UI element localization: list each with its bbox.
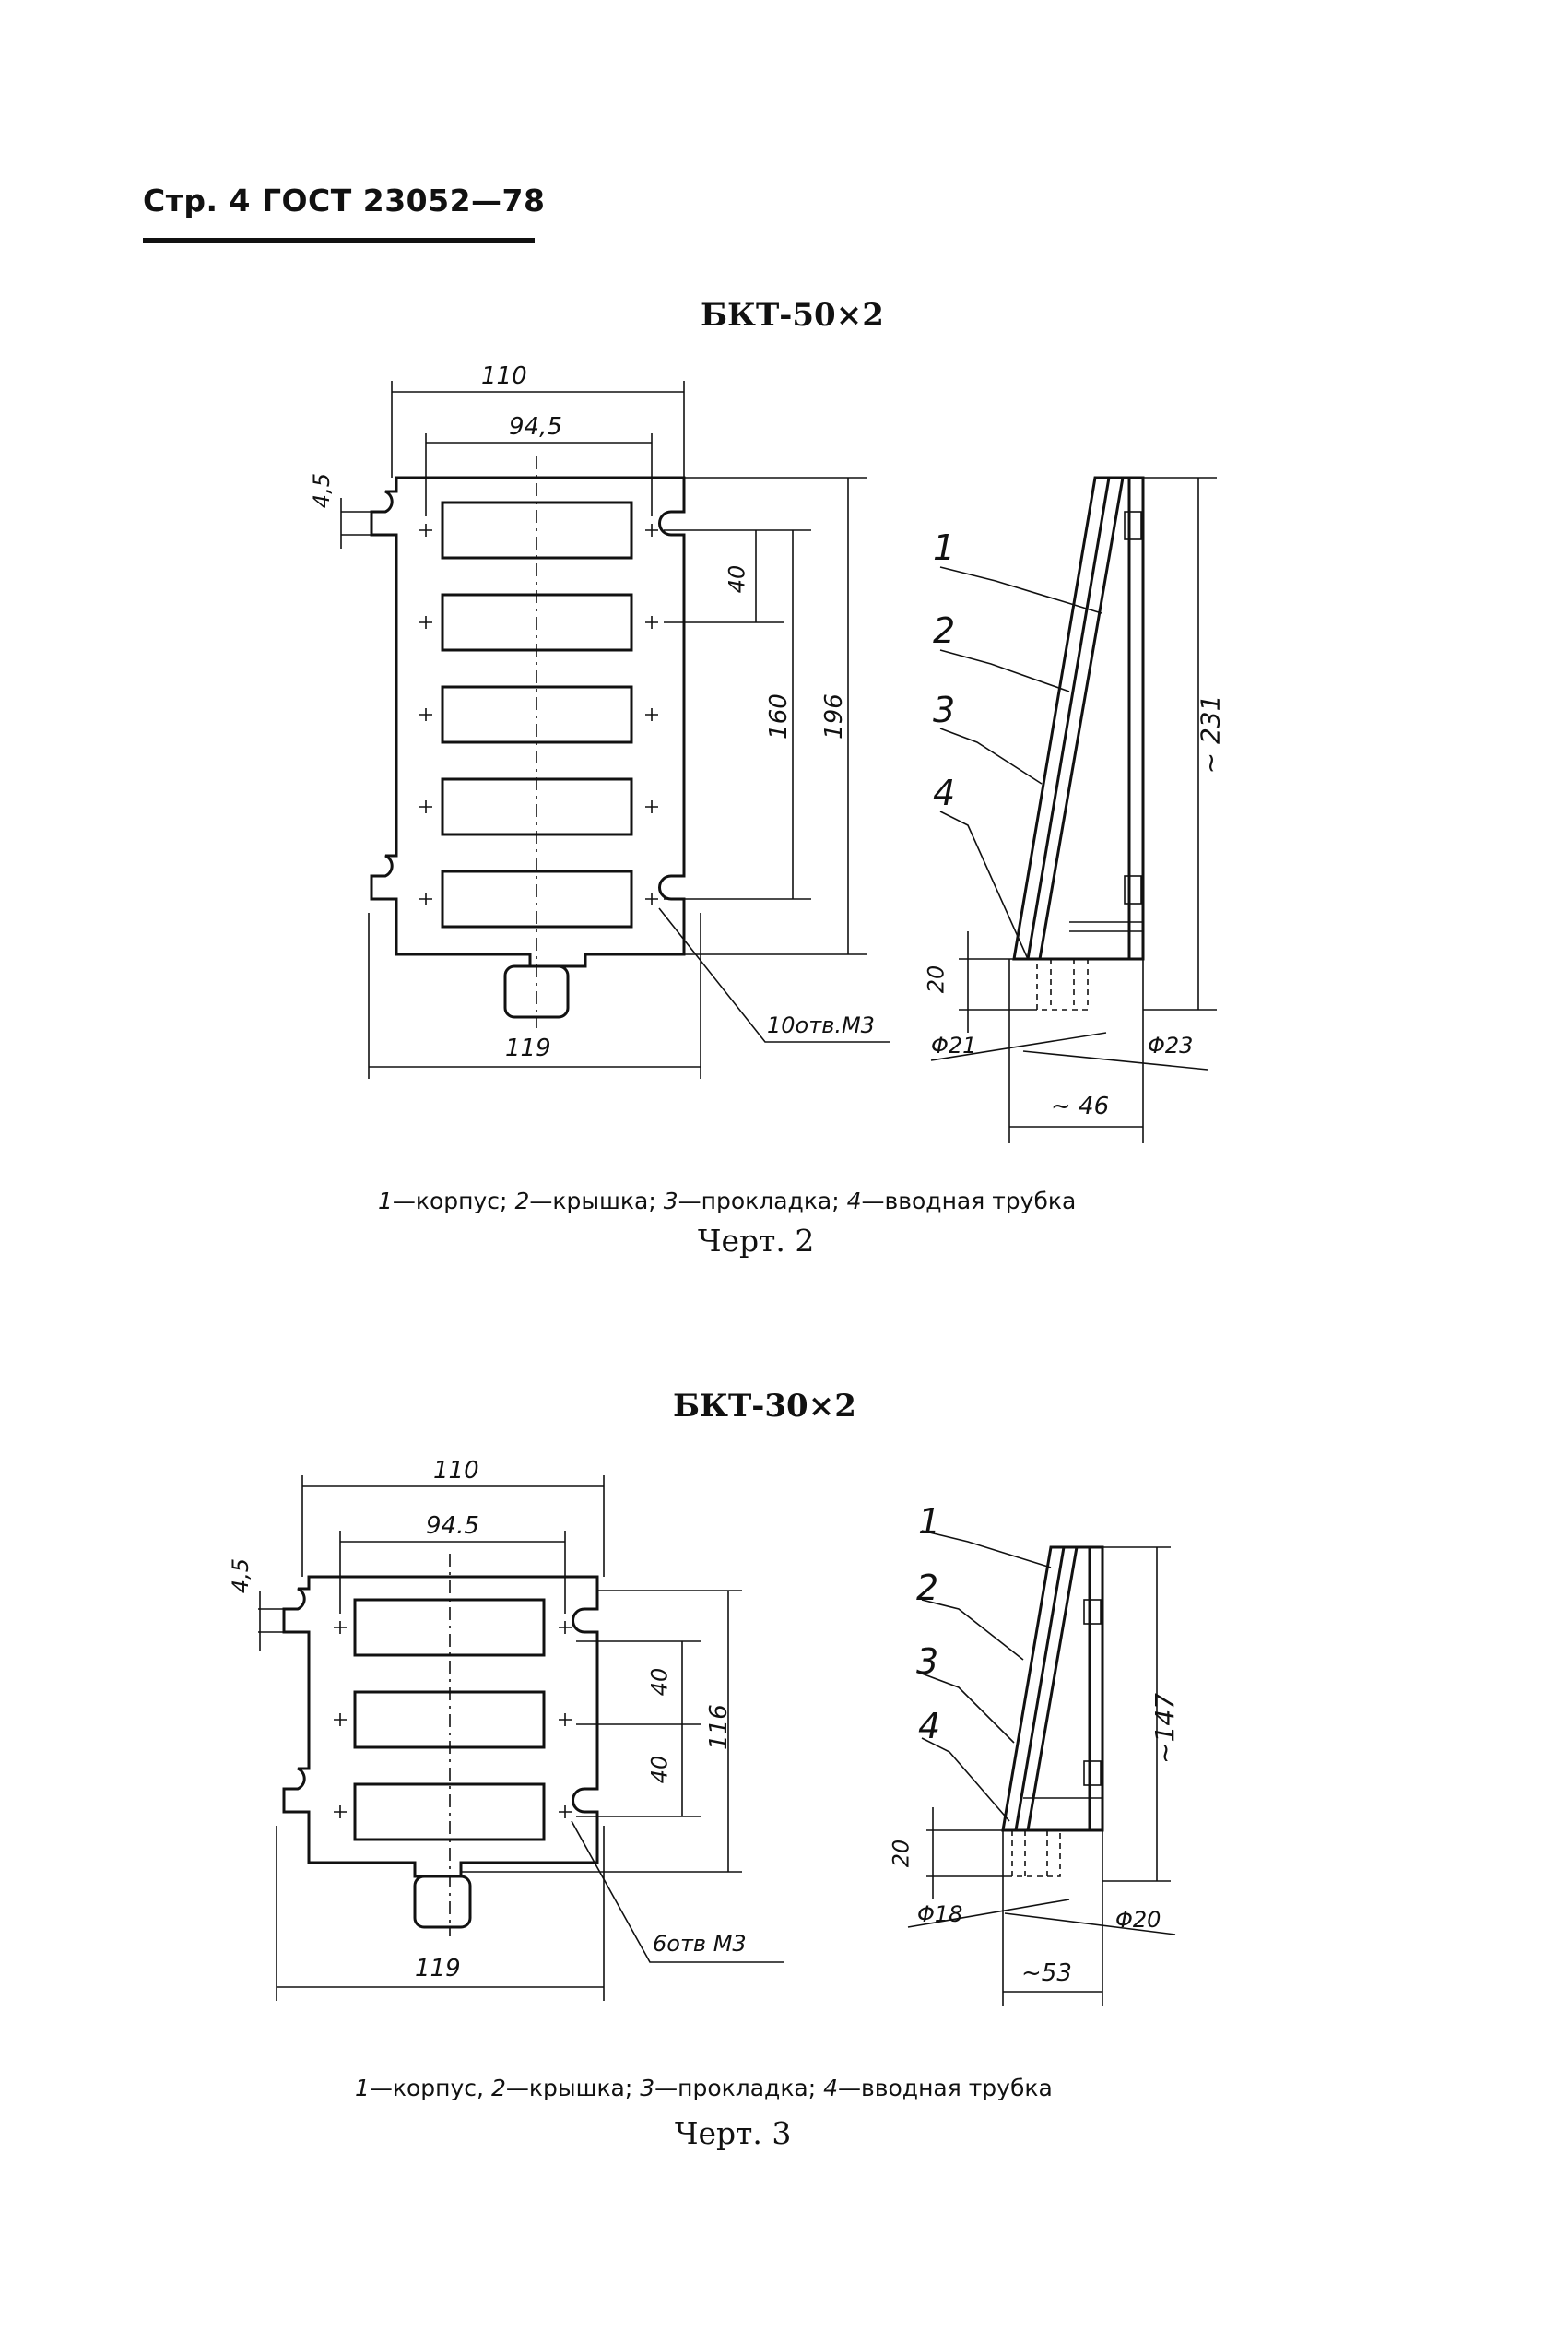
header-underline bbox=[143, 238, 535, 243]
dim-2-side-height: ~147 bbox=[1149, 1693, 1180, 1764]
drawing-1-title: БКТ-50×2 bbox=[701, 297, 884, 334]
page-header: Стр. 4 ГОСТ 23052—78 bbox=[143, 183, 546, 219]
legend-2-num-4: 4 bbox=[823, 2075, 839, 2101]
legend-2-num-3: 3 bbox=[640, 2075, 655, 2101]
drawing-2-title: БКТ-30×2 bbox=[673, 1388, 856, 1425]
legend-2-text-2: —крышка; bbox=[505, 2075, 641, 2101]
drawing-1-caption: Черт. 2 bbox=[698, 1223, 815, 1259]
dim-1-base: 119 bbox=[505, 1035, 551, 1062]
dim-2-d-inner: Φ18 bbox=[917, 1901, 963, 1927]
drawing-1-legend: 1—корпус; 2—крышка; 3—прокладка; 4—вводн… bbox=[378, 1188, 1076, 1214]
callout-1-4: 4 bbox=[933, 773, 956, 813]
callout-2-2: 2 bbox=[916, 1568, 939, 1608]
legend-1-num-3: 3 bbox=[663, 1188, 678, 1214]
dim-1-hole-spacing: 94,5 bbox=[509, 413, 562, 441]
dim-2-holes: 6отв М3 bbox=[653, 1931, 747, 1957]
legend-1-num-4: 4 bbox=[846, 1188, 862, 1214]
drawing-2-caption: Черт. 3 bbox=[675, 2115, 792, 2151]
legend-1-num-1: 1 bbox=[378, 1188, 393, 1214]
dim-2-tube-len: 20 bbox=[888, 1839, 914, 1868]
legend-1-text-1: —корпус; bbox=[392, 1188, 515, 1214]
legend-2-text-4: —вводная трубка bbox=[838, 2075, 1053, 2101]
legend-2-text-1: —корпус, bbox=[369, 2075, 491, 2101]
dim-1-d-inner: Φ21 bbox=[931, 1033, 977, 1059]
dim-2-width: 110 bbox=[433, 1457, 479, 1485]
dim-2-hole-spacing: 94.5 bbox=[426, 1512, 479, 1540]
legend-2-num-1: 1 bbox=[355, 2075, 370, 2101]
dim-2-base: 119 bbox=[415, 1955, 461, 1982]
callout-2-4: 4 bbox=[918, 1706, 941, 1746]
legend-2-num-2: 2 bbox=[490, 2075, 506, 2101]
legend-1-num-2: 2 bbox=[514, 1188, 530, 1214]
dim-2-d-outer: Φ20 bbox=[1115, 1907, 1161, 1933]
dim-1-d-outer: Φ23 bbox=[1148, 1033, 1194, 1059]
dim-2-depth: ~53 bbox=[1021, 1959, 1072, 1987]
dim-1-depth: ~ 46 bbox=[1051, 1093, 1110, 1120]
dim-1-holes: 10отв.М3 bbox=[767, 1012, 875, 1038]
drawing-2-legend: 1—корпус, 2—крышка; 3—прокладка; 4—вводн… bbox=[355, 2075, 1053, 2101]
callout-1-1: 1 bbox=[933, 527, 956, 568]
legend-2-text-3: —прокладка; bbox=[654, 2075, 824, 2101]
legend-1-text-3: —прокладка; bbox=[678, 1188, 847, 1214]
callout-1-3: 3 bbox=[933, 690, 956, 730]
callout-2-3: 3 bbox=[916, 1641, 939, 1682]
callout-2-1: 1 bbox=[918, 1501, 941, 1542]
dim-1-width: 110 bbox=[481, 362, 527, 390]
legend-1-text-4: —вводная трубка bbox=[861, 1188, 1077, 1214]
callout-1-2: 2 bbox=[933, 610, 956, 651]
legend-1-text-2: —крышка; bbox=[529, 1188, 664, 1214]
